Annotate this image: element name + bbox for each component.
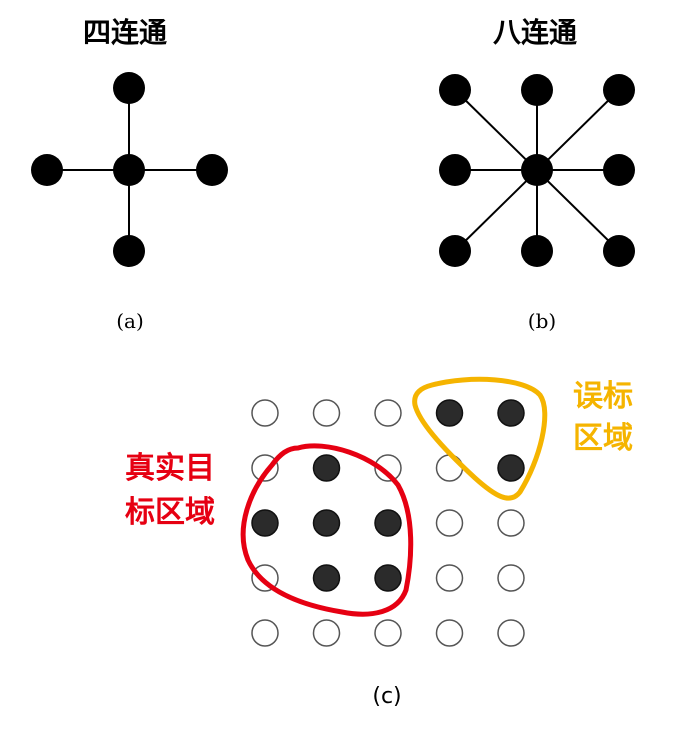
false-region-label-line1: 误标 (573, 379, 633, 414)
filled-pixel (251, 509, 279, 537)
empty-pixel (435, 564, 464, 592)
filled-pixel (312, 509, 341, 537)
empty-pixel (435, 619, 464, 647)
filled-pixel (497, 399, 525, 427)
center-node (113, 154, 145, 186)
empty-pixel (312, 619, 341, 647)
panel-a-caption: (a) (116, 309, 144, 333)
true-region-label-line2: 标区域 (125, 495, 215, 530)
empty-pixel (251, 399, 279, 427)
filled-pixel (312, 564, 341, 592)
empty-pixel (251, 619, 279, 647)
neighbor-node-bottom (113, 235, 145, 267)
neighbor-node-top-right (603, 74, 635, 106)
filled-pixel (374, 509, 402, 537)
panel-a: 四连通 (a) (31, 16, 228, 333)
false-region-outline (412, 376, 548, 501)
empty-pixel (374, 619, 402, 647)
empty-pixel (374, 454, 402, 482)
empty-pixel (374, 399, 402, 427)
panel-b-caption: (b) (528, 309, 556, 333)
filled-pixel (374, 564, 402, 592)
center-node (521, 154, 553, 186)
false-region-label-line2: 区域 (573, 421, 633, 456)
neighbor-node-left (439, 154, 471, 186)
true-region-outline (240, 443, 414, 617)
neighbor-node-right (196, 154, 228, 186)
panel-b: 八连通 (b) (439, 16, 635, 333)
empty-pixel (497, 509, 525, 537)
neighbor-node-top-left (439, 74, 471, 106)
neighbor-node-top (113, 72, 145, 104)
filled-pixel (497, 454, 525, 482)
empty-pixel (251, 454, 279, 482)
empty-pixel (435, 509, 464, 537)
empty-pixel (312, 399, 341, 427)
neighbor-node-bottom (521, 235, 553, 267)
panel-b-title: 八连通 (493, 16, 577, 49)
empty-pixel (497, 619, 525, 647)
pixel-grid (251, 399, 525, 647)
neighbor-node-bottom-left (439, 235, 471, 267)
true-region-label-line1: 真实目 (125, 451, 215, 486)
empty-pixel (435, 454, 464, 482)
panel-c: 真实目 标区域 误标 区域 (c) (125, 376, 633, 709)
neighbor-node-bottom-right (603, 235, 635, 267)
panel-a-title: 四连通 (83, 16, 167, 49)
neighbor-node-top (521, 74, 553, 106)
panel-c-caption: (c) (372, 684, 401, 709)
neighbor-node-left (31, 154, 63, 186)
filled-pixel (312, 454, 341, 482)
empty-pixel (497, 564, 525, 592)
neighbor-node-right (603, 154, 635, 186)
filled-pixel (435, 399, 464, 427)
